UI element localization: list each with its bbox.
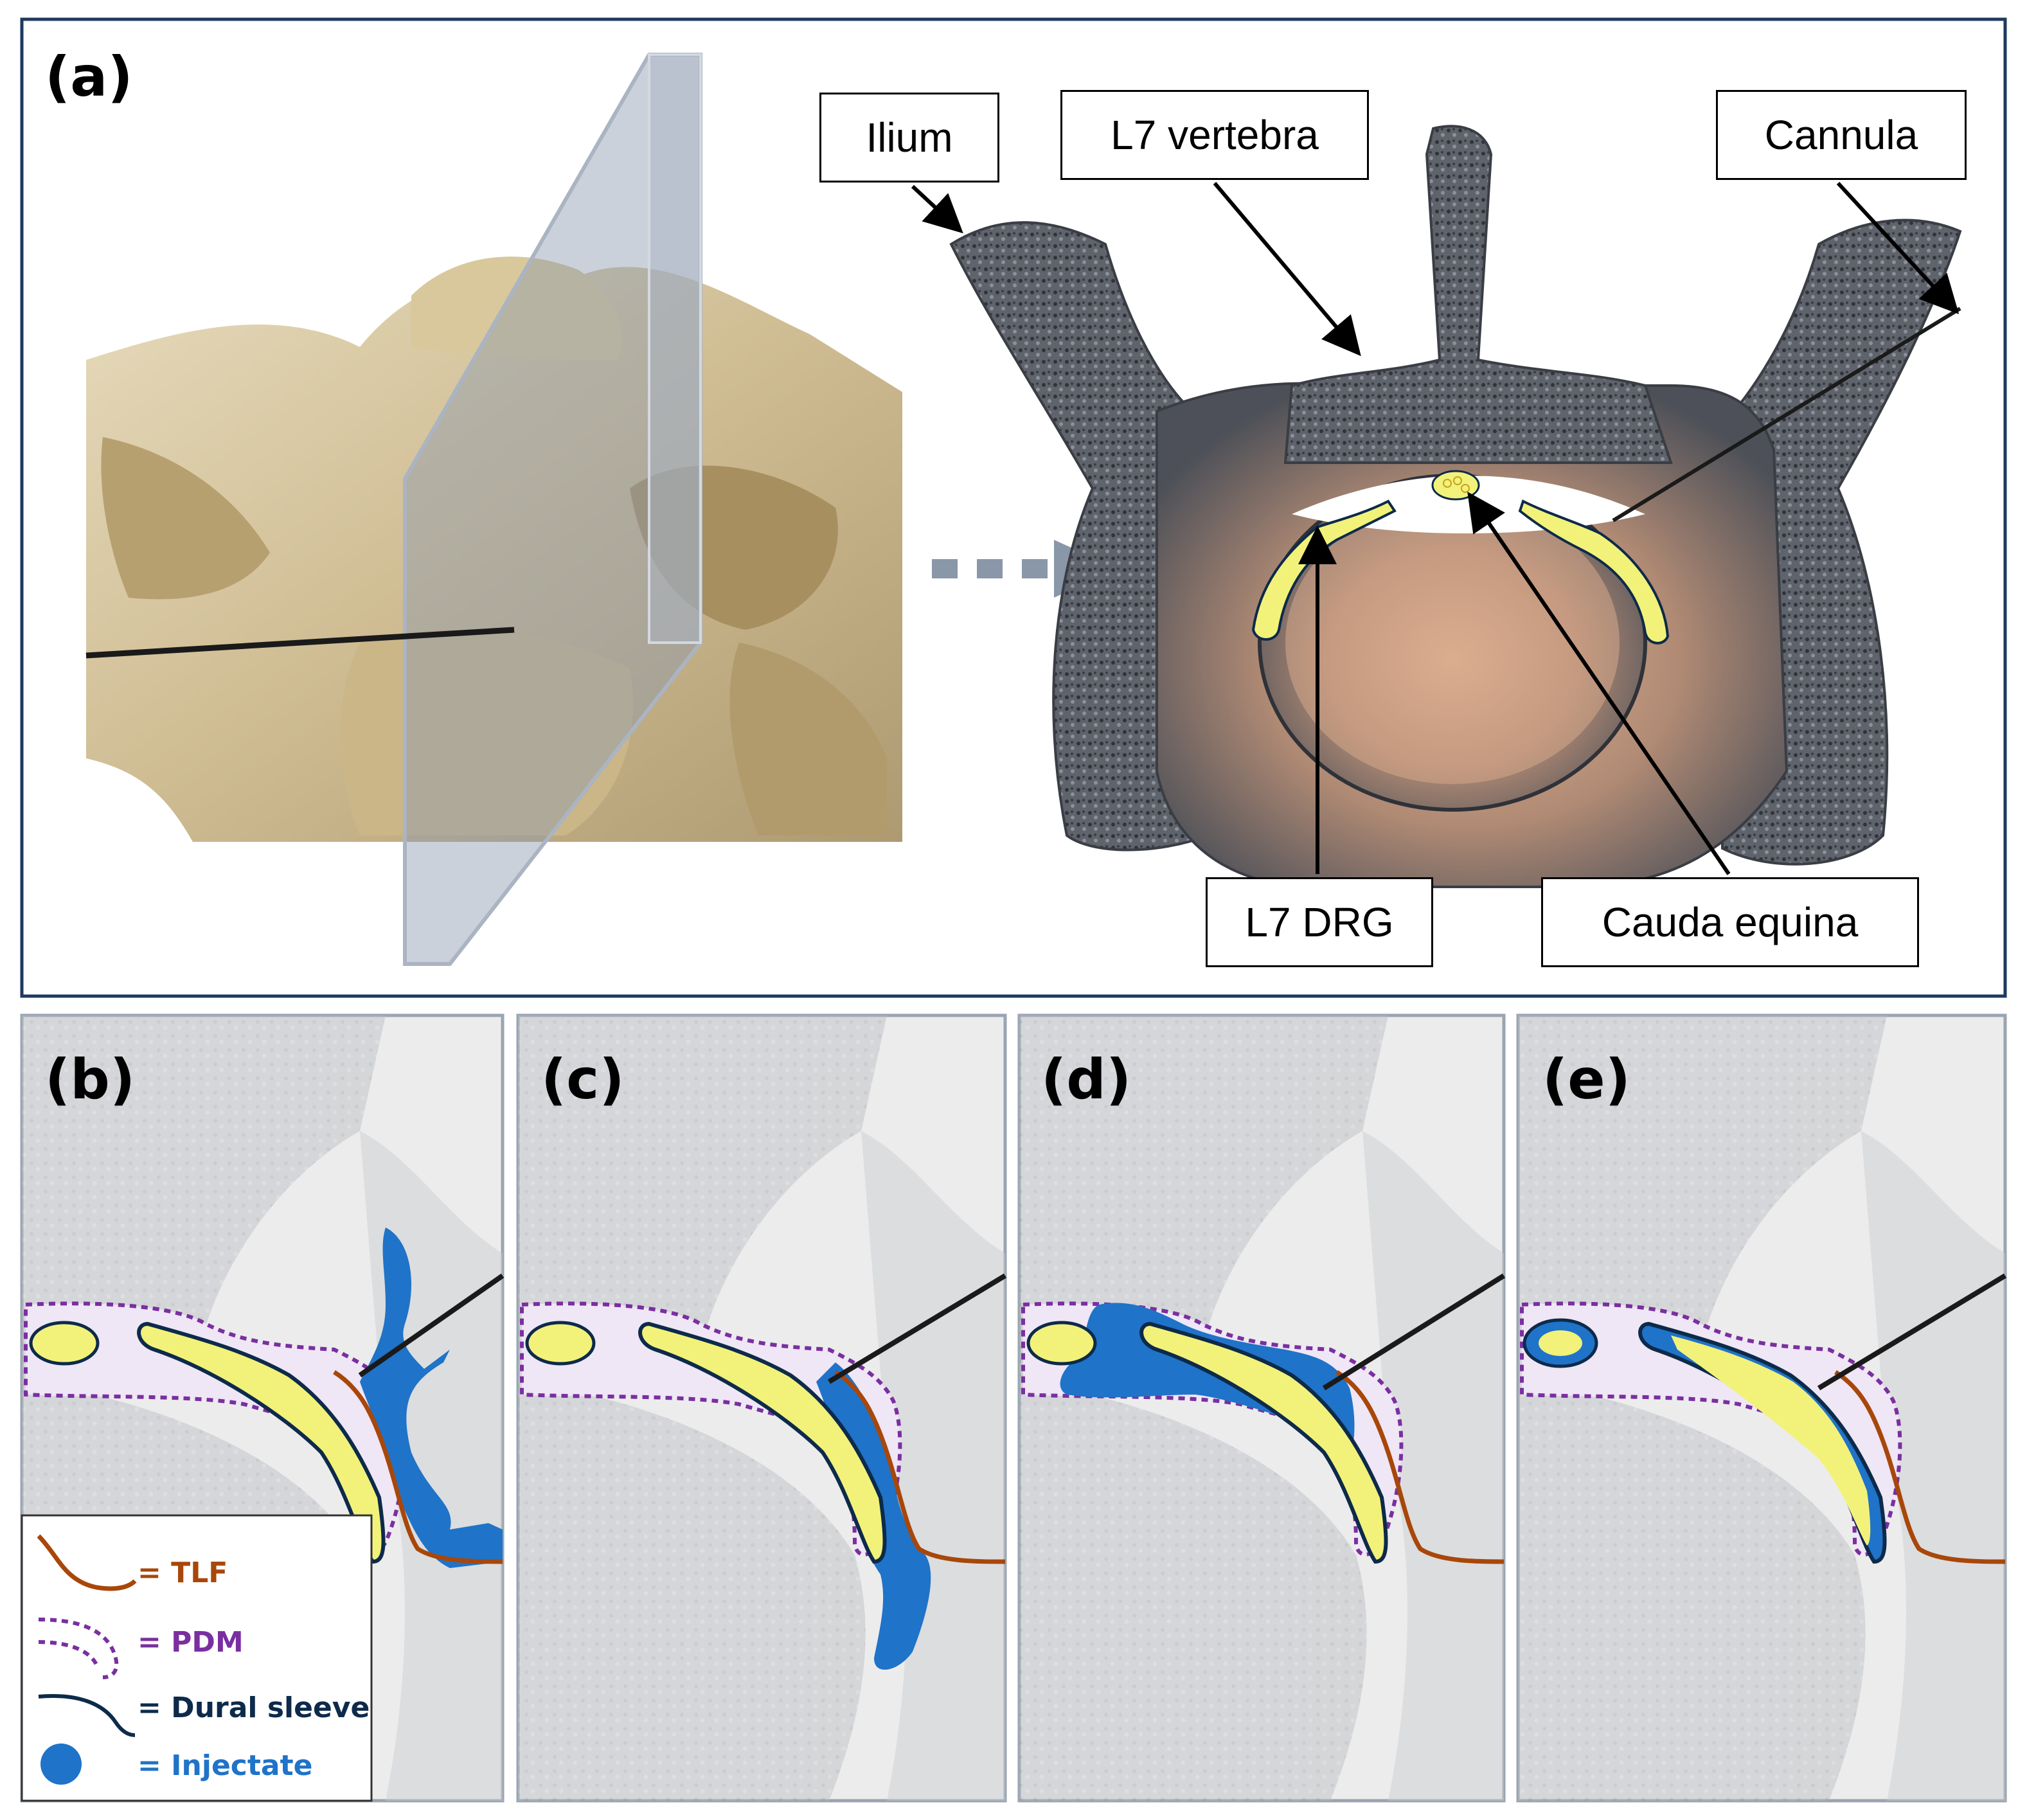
panel-b-letter: (b) [45, 1048, 136, 1112]
panel-c [516, 1013, 1007, 1803]
panel-d-drg [1139, 1321, 1388, 1564]
right-drg [1518, 499, 1670, 645]
label-l7-vertebra: L7 vertebra [1060, 90, 1369, 180]
legend-injectate-label: = Injectate [138, 1749, 313, 1782]
panel-d-injectate [1060, 1303, 1355, 1459]
panel-d-letter: (d) [1041, 1048, 1132, 1112]
panel-d-tlf [1335, 1370, 1505, 1564]
panel-e [1516, 1013, 2007, 1803]
panel-c-tlf [834, 1370, 1006, 1564]
panel-d-cannula [1322, 1273, 1506, 1391]
legend-tlf-label: = TLF [138, 1557, 228, 1589]
spinous-process [1283, 125, 1673, 464]
legend-pdm-label: = PDM [138, 1626, 244, 1659]
legend-tlf-swatch [37, 1534, 137, 1591]
panel-c-cauda [525, 1321, 596, 1366]
panel-b-cauda [29, 1321, 100, 1366]
panel-b-drg [137, 1321, 386, 1564]
panel-e-drg [1671, 1335, 1871, 1546]
legend-box [21, 1514, 373, 1802]
panel-c-cannula [827, 1273, 1007, 1384]
ct-rendering [949, 125, 1962, 888]
label-cannula: Cannula [1716, 90, 1967, 180]
panel-e-tlf [1834, 1370, 2006, 1564]
panel-a-letter: (a) [45, 45, 133, 109]
panel-b-tlf [333, 1370, 503, 1564]
label-cauda-equina: Cauda equina [1541, 877, 1919, 967]
panel-c-letter: (c) [541, 1048, 625, 1112]
panel-d-cauda [1026, 1321, 1097, 1366]
label-arrows [911, 181, 1960, 875]
panel-e-letter: (e) [1542, 1048, 1630, 1112]
panel-d [1017, 1013, 1506, 1803]
panel-c-drg [638, 1321, 887, 1564]
legend-pdm-swatch [38, 1618, 119, 1679]
left-ilium [949, 221, 1210, 852]
cannula-photo [85, 627, 515, 659]
panel-e-cauda [1539, 1330, 1582, 1356]
panel-e-cannula [1817, 1273, 2007, 1391]
cauda-equina [1431, 470, 1480, 501]
legend [21, 1514, 373, 1802]
panel-b-pdm [24, 1301, 407, 1557]
label-l7-drg: L7 DRG [1206, 877, 1433, 967]
panel-b-cannula [358, 1273, 505, 1378]
panel-a [20, 17, 2007, 998]
cannula-ct [1612, 307, 1961, 522]
skeleton-photo [85, 53, 902, 966]
label-ilium: Ilium [819, 93, 999, 183]
legend-dural-label: = Dural sleeve [138, 1691, 370, 1724]
legend-injectate-swatch [40, 1744, 82, 1785]
legend-dural-swatch [38, 1694, 136, 1737]
